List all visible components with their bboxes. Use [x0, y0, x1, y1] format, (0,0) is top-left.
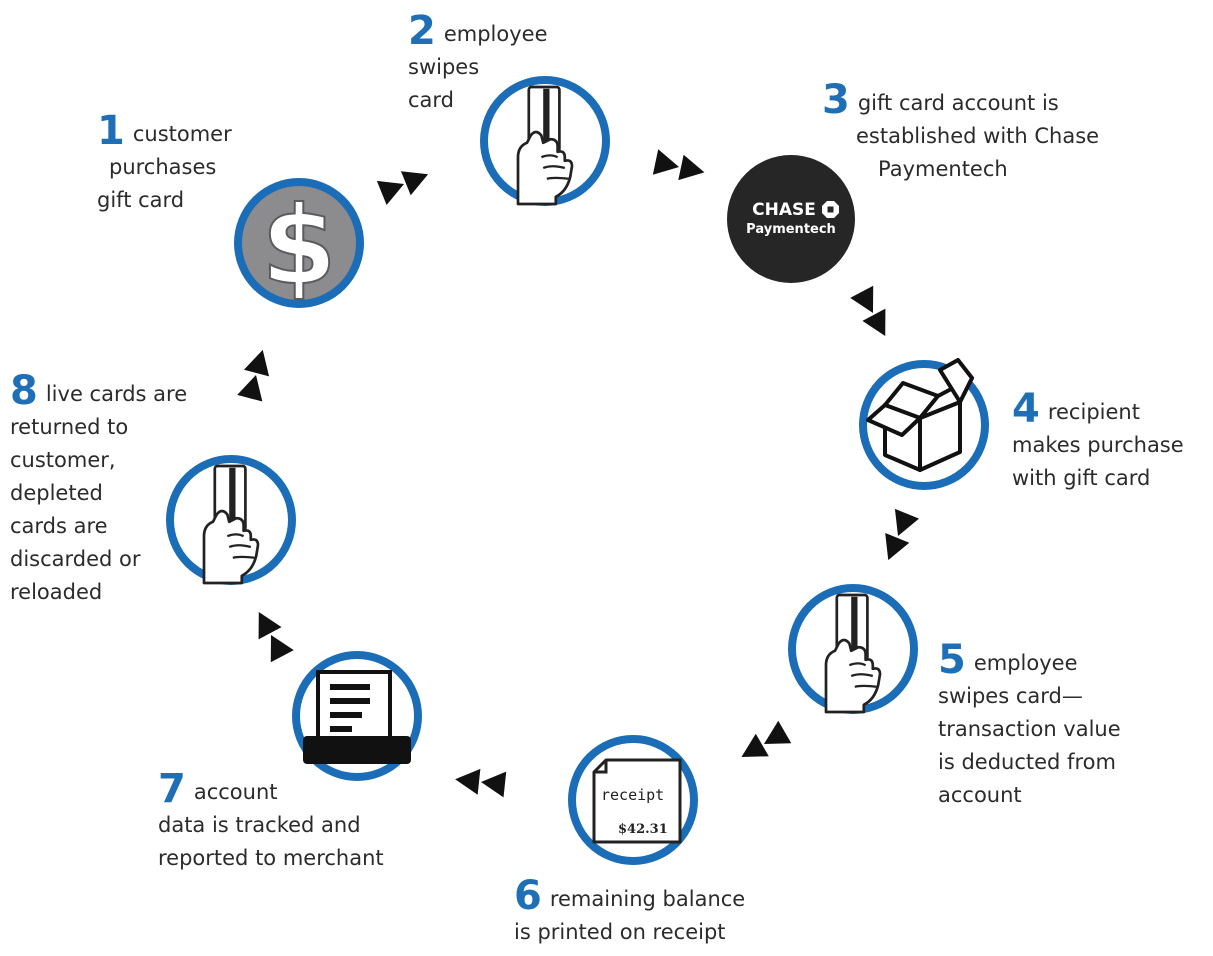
step-3-line-1: gift card account is — [857, 91, 1059, 115]
arrow-5-to-6 — [735, 721, 791, 769]
step-1-line-3: gift card — [97, 188, 185, 212]
chase-logo-sub: Paymentech — [746, 222, 836, 237]
arrow-6-to-7 — [454, 766, 506, 797]
step-1-line-1: customer — [132, 122, 232, 146]
step-4-line-1: recipient — [1047, 400, 1140, 424]
step-5-label: 5 employee swipes card— transaction value… — [938, 640, 1121, 812]
step-2-line-1: employee — [443, 22, 548, 46]
step-8-line-5: cards are — [10, 514, 108, 538]
step-6-line-2: is printed on receipt — [514, 920, 726, 944]
step-1-line-2: purchases — [109, 155, 217, 179]
step-7-number: 7 — [158, 766, 186, 812]
step-2-number: 2 — [408, 8, 436, 54]
receipt-amount: $42.31 — [618, 822, 668, 837]
arrow-8-to-1 — [237, 347, 275, 402]
step-5-number: 5 — [938, 637, 966, 683]
step-3-icon: CHASE Paymentech — [727, 155, 855, 283]
dollar-sign-icon: $ — [260, 183, 337, 310]
chase-logo-brand: CHASE — [752, 200, 816, 220]
chase-paymentech-logo: CHASE Paymentech — [746, 200, 839, 237]
step-4-line-2: makes purchase — [1012, 433, 1184, 457]
step-8-line-1: live cards are — [45, 382, 188, 406]
step-8-label: 8 live cards are returned to customer, de… — [10, 371, 188, 609]
step-5-line-3: transaction value — [938, 717, 1121, 741]
step-6-number: 6 — [514, 873, 542, 919]
step-8-line-3: customer, — [10, 448, 116, 472]
step-3-line-3: Paymentech — [878, 157, 1008, 181]
step-8-number: 8 — [10, 368, 38, 414]
receipt-icon: receipt $42.31 — [592, 758, 682, 844]
step-4-line-3: with gift card — [1012, 466, 1151, 490]
step-3-line-2: established with Chase — [856, 124, 1100, 148]
step-8-line-2: returned to — [10, 415, 129, 439]
step-3-number: 3 — [822, 77, 850, 123]
step-1-number: 1 — [97, 108, 125, 154]
step-8-line-6: discarded or — [10, 547, 141, 571]
step-6-icon: receipt $42.31 — [568, 735, 698, 865]
step-4-icon — [859, 358, 989, 490]
step-5-line-5: account — [938, 783, 1022, 807]
step-5-line-2: swipes card— — [938, 684, 1083, 708]
arrow-2-to-3 — [653, 149, 707, 185]
step-7-label: 7 account data is tracked and reported to… — [158, 769, 384, 875]
step-5-line-1: employee — [973, 651, 1078, 675]
step-8-line-7: reloaded — [10, 580, 103, 604]
step-1-label: 1 customer purchases gift card — [97, 111, 232, 217]
chase-octagon-icon — [822, 201, 839, 218]
step-5-icon — [788, 584, 918, 714]
step-7-line-2: data is tracked and — [158, 813, 361, 837]
receipt-title: receipt — [601, 786, 664, 804]
svg-text:$: $ — [261, 184, 336, 309]
step-2-icon — [480, 76, 610, 206]
step-6-line-1: remaining balance — [549, 887, 746, 911]
step-7-line-3: reported to merchant — [158, 846, 384, 870]
step-7-line-1: account — [193, 780, 278, 804]
step-2-line-2: swipes — [408, 55, 480, 79]
step-7-icon — [292, 651, 422, 781]
step-4-label: 4 recipient makes purchase with gift card — [1012, 389, 1184, 495]
open-box-icon — [866, 358, 974, 472]
step-1-icon: $ — [234, 178, 364, 310]
arrow-3-to-4 — [850, 286, 896, 342]
arrow-7-to-8 — [247, 606, 293, 662]
printer-icon — [303, 670, 411, 764]
step-2-label: 2 employee swipes card — [408, 11, 548, 117]
step-4-number: 4 — [1012, 386, 1040, 432]
step-8-line-4: depleted — [10, 481, 103, 505]
step-2-line-3: card — [408, 88, 455, 112]
arrow-4-to-5 — [876, 509, 919, 565]
step-6-label: 6 remaining balance is printed on receipt — [514, 876, 746, 949]
step-8-icon — [166, 455, 296, 585]
step-5-line-4: is deducted from — [938, 750, 1116, 774]
step-3-label: 3 gift card account is established with C… — [822, 80, 1100, 186]
arrow-1-to-2 — [377, 162, 433, 205]
